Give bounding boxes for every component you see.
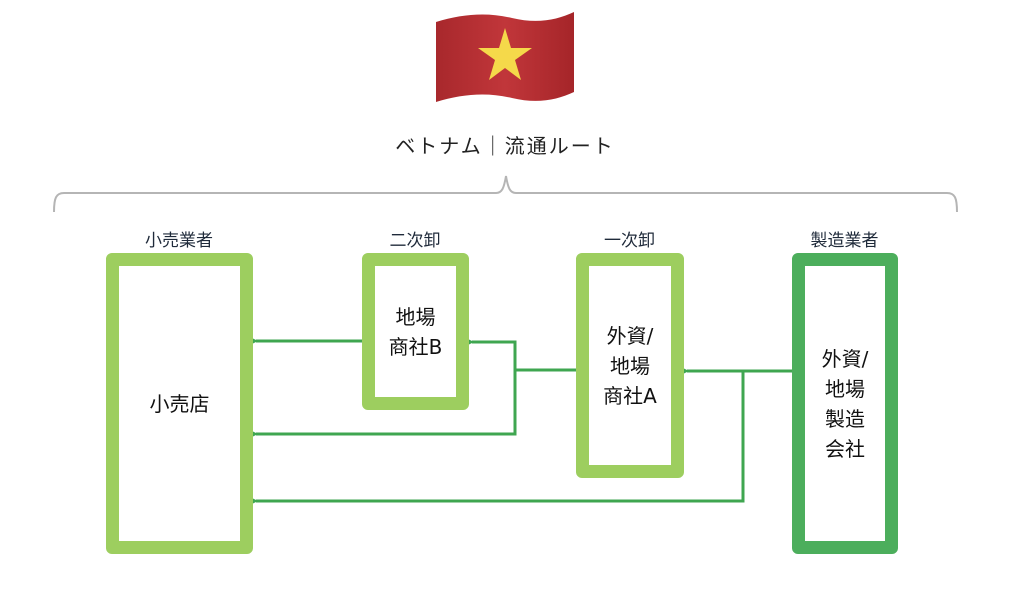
category-secondary-wholesale: 二次卸 bbox=[389, 231, 441, 251]
group-bracket bbox=[53, 175, 958, 213]
node-trading-b-label: 地場 商社B bbox=[388, 304, 443, 359]
flow-trading-a-to-retail bbox=[248, 370, 517, 439]
category-primary-wholesale: 一次卸 bbox=[604, 231, 655, 251]
node-manufacturer-label: 外資/ 地場 製造 会社 bbox=[821, 346, 869, 461]
node-trading-a: 外資/ 地場 商社A bbox=[576, 253, 684, 478]
category-manufacturer: 製造業者 bbox=[810, 231, 879, 251]
category-retailer: 小売業者 bbox=[145, 231, 213, 251]
flow-trading-a-to-trading-b bbox=[464, 337, 576, 372]
vietnam-flag-icon bbox=[436, 12, 574, 102]
node-retail-store-label: 小売店 bbox=[149, 391, 210, 416]
node-trading-a-label: 外資/ 地場 商社A bbox=[603, 323, 657, 408]
node-retail-store: 小売店 bbox=[106, 253, 253, 554]
node-trading-b: 地場 商社B bbox=[362, 253, 469, 410]
diagram-title: ベトナム｜流通ルート bbox=[395, 134, 615, 158]
flow-manufacturer-to-retail bbox=[248, 371, 745, 506]
node-manufacturer: 外資/ 地場 製造 会社 bbox=[792, 253, 898, 554]
